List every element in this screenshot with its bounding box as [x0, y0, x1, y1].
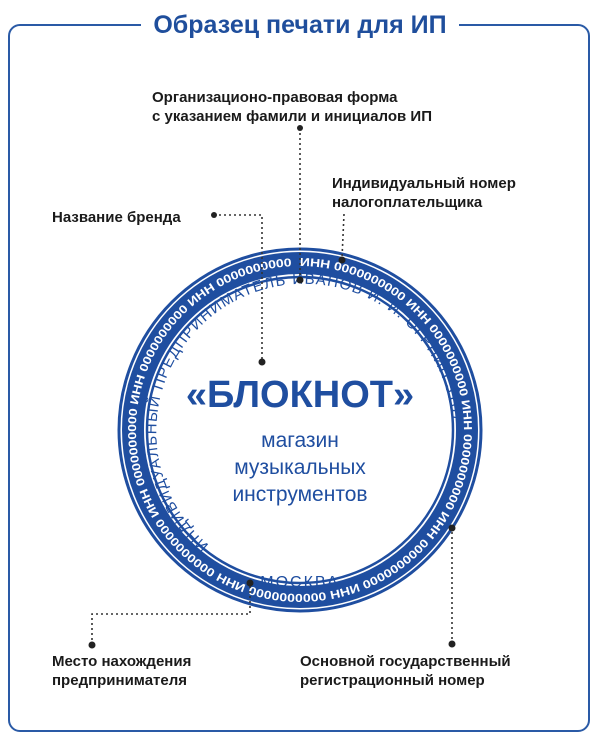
leader-dot	[211, 212, 217, 218]
label-legal-form: Организационо-правовая форма с указанием…	[152, 89, 432, 125]
leader-tax-number	[341, 213, 345, 259]
leader-dot	[338, 256, 346, 264]
stamp: ИНН 0000000000 ИНН 0000000000 ИНН 000000…	[0, 0, 483, 613]
label-tax-number: Индивидуальный номер налогоплательщика	[332, 175, 516, 211]
leader-brand-name	[214, 214, 263, 360]
diagram-title-wrap: Образец печати для ИП	[0, 8, 600, 42]
diagram-title: Образец печати для ИП	[141, 11, 459, 39]
stamp-tagline-3: инструментов	[232, 483, 367, 506]
leader-location	[91, 585, 251, 645]
leader-dot	[296, 276, 304, 284]
leader-dot	[448, 640, 456, 648]
leader-dot	[448, 524, 456, 532]
leader-dot	[246, 579, 254, 587]
leader-dot	[297, 125, 303, 131]
leader-dot	[258, 358, 266, 366]
stamp-tagline-1: магазин	[261, 429, 339, 452]
label-ogrnip: Основной государственный регистрационный…	[300, 653, 511, 689]
label-location: Место нахождения предпринимателя	[52, 653, 192, 689]
stamp-brand: «БЛОКНОТ»	[186, 374, 414, 416]
stamp-tagline-2: музыкальных	[234, 456, 366, 479]
stamp-city: МОСКВА	[260, 574, 339, 591]
label-brand-name: Название бренда	[52, 209, 181, 226]
leader-dot	[88, 641, 96, 649]
